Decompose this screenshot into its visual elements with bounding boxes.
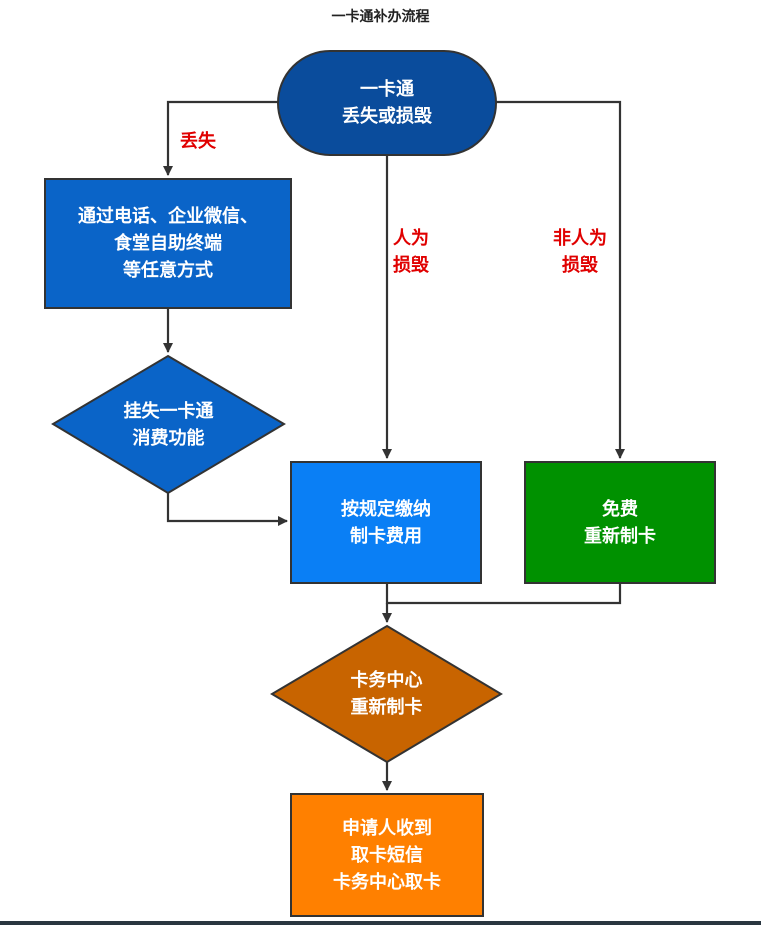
node-pay-line: 制卡费用 — [350, 525, 422, 547]
node-freeze-text: 挂失一卡通 消费功能 — [53, 356, 284, 493]
node-report-line: 等任意方式 — [123, 260, 213, 281]
branch-label-non-human: 非人为 损毁 — [548, 225, 612, 279]
edge-freeze-to-pay — [166, 493, 288, 526]
node-pickup-text: 申请人收到 取卡短信 卡务中心取卡 — [291, 794, 483, 916]
node-report-line: 食堂自助终端 — [114, 233, 222, 254]
node-pay-text: 按规定缴纳 制卡费用 — [291, 462, 481, 583]
node-remake-line: 重新制卡 — [350, 697, 423, 718]
node-start-shape[interactable] — [277, 50, 497, 156]
edge-pay-to-merge — [385, 583, 622, 605]
node-free-shape[interactable] — [524, 461, 716, 584]
node-pickup-line: 申请人收到 — [342, 817, 432, 839]
node-report-line: 通过电话、企业微信、 — [78, 206, 258, 227]
branch-label-line: 人为 — [393, 228, 429, 249]
branch-label-human: 人为 损毁 — [393, 225, 429, 279]
bottom-border — [0, 921, 761, 925]
node-free-text: 免费 重新制卡 — [525, 462, 715, 583]
node-pickup-shape[interactable] — [290, 793, 484, 917]
branch-label-line: 丢失 — [180, 131, 216, 152]
branch-label-line: 损毁 — [562, 255, 598, 276]
branch-label-lost: 丢失 — [180, 128, 216, 155]
diagram-title: 一卡通补办流程 — [331, 9, 430, 25]
node-start-line: 丢失或损毁 — [342, 106, 432, 127]
node-pay-line: 按规定缴纳 — [341, 498, 431, 520]
edge-start-to-report — [163, 100, 278, 176]
node-pickup-line: 卡务中心取卡 — [333, 871, 441, 893]
node-freeze-shape[interactable] — [51, 354, 286, 495]
node-remake-line: 卡务中心 — [350, 670, 423, 691]
node-freeze-line: 挂失一卡通 — [123, 400, 214, 422]
node-free-line: 重新制卡 — [584, 525, 656, 547]
edge-start-to-free — [496, 100, 625, 459]
node-free-line: 免费 — [602, 498, 638, 520]
node-freeze-line: 消费功能 — [132, 427, 205, 449]
branch-label-line: 损毁 — [393, 255, 429, 276]
node-pay-shape[interactable] — [290, 461, 482, 584]
node-remake-shape[interactable] — [270, 624, 503, 764]
node-remake-text: 卡务中心 重新制卡 — [272, 626, 501, 762]
node-report-shape[interactable] — [44, 178, 292, 309]
branch-label-line: 非人为 — [553, 228, 607, 249]
node-report-text: 通过电话、企业微信、 食堂自助终端 等任意方式 — [45, 179, 291, 308]
node-pickup-line: 取卡短信 — [351, 844, 423, 866]
node-start-text: 一卡通 丢失或损毁 — [278, 51, 496, 155]
node-start-line: 一卡通 — [360, 79, 414, 100]
